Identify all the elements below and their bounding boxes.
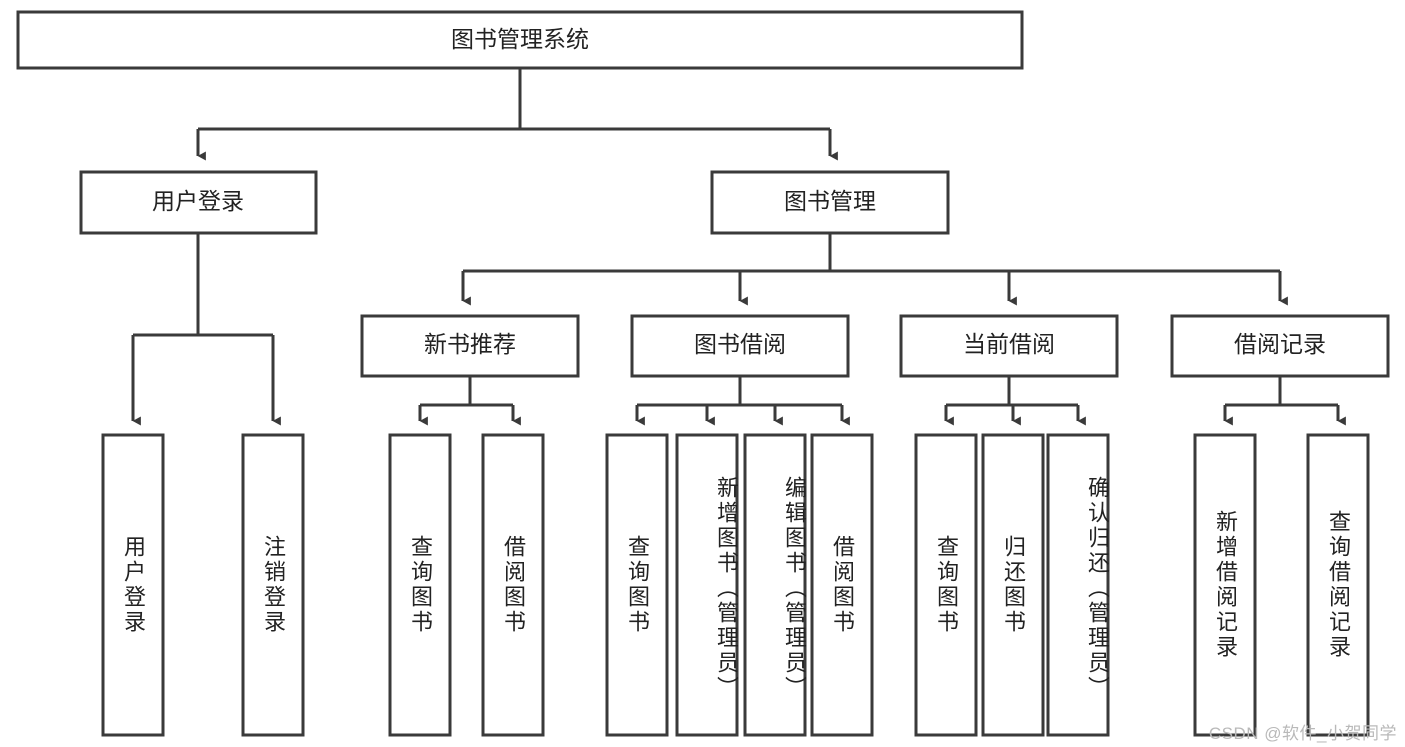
node-new-book-recommend-label: 新书推荐	[424, 331, 516, 357]
node-root[interactable]: 图书管理系统	[16, 10, 1024, 70]
node-book-management-box[interactable]	[710, 170, 950, 235]
leaf-add-borrow-record-box[interactable]	[1193, 433, 1257, 737]
node-root-label: 图书管理系统	[451, 26, 589, 52]
connectors-new-book-recommend-to-leaves	[418, 376, 521, 426]
node-book-borrow[interactable]: 图书借阅	[630, 314, 850, 378]
node-borrow-record-label: 借阅记录	[1234, 331, 1326, 357]
leaf-logout-login-box[interactable]	[241, 433, 305, 737]
leaf-query-borrow-record-box[interactable]	[1306, 433, 1370, 737]
connectors-current-borrow-to-leaves	[944, 376, 1086, 426]
leaf-borrow-book-1-box[interactable]	[481, 433, 545, 737]
connectors-borrow-record-to-leaves	[1223, 376, 1346, 426]
node-borrow-record-box[interactable]	[1170, 314, 1390, 378]
leaf-return-book-box[interactable]	[981, 433, 1045, 737]
node-new-book-recommend[interactable]: 新书推荐	[360, 314, 580, 378]
node-new-book-recommend-box[interactable]	[360, 314, 580, 378]
leaf-user-login-box[interactable]	[101, 433, 165, 737]
node-book-borrow-label: 图书借阅	[694, 331, 786, 357]
connectors-user-login-to-leaves	[131, 233, 281, 426]
node-book-borrow-box[interactable]	[630, 314, 850, 378]
leaf-edit-book-admin-box[interactable]	[743, 433, 807, 737]
csdn-watermark: CSDN @软件_小贺同学	[1208, 724, 1397, 743]
connectors-root-to-level2	[196, 68, 838, 161]
node-root-box[interactable]	[16, 10, 1024, 70]
node-user-login[interactable]: 用户登录	[79, 170, 318, 235]
node-current-borrow[interactable]: 当前借阅	[899, 314, 1119, 378]
connectors-book-borrow-to-leaves	[635, 376, 850, 426]
node-book-management-label: 图书管理	[784, 188, 876, 214]
leaf-query-book-1-box[interactable]	[388, 433, 452, 737]
node-user-login-label: 用户登录	[152, 188, 244, 214]
leaf-query-book-3-box[interactable]	[914, 433, 978, 737]
leaf-query-book-2-box[interactable]	[605, 433, 669, 737]
node-borrow-record[interactable]: 借阅记录	[1170, 314, 1390, 378]
leaf-add-book-admin-box[interactable]	[675, 433, 739, 737]
leaf-boxes	[101, 433, 1370, 737]
leaf-confirm-return-admin-box[interactable]	[1046, 433, 1110, 737]
node-current-borrow-box[interactable]	[899, 314, 1119, 378]
node-book-management[interactable]: 图书管理	[710, 170, 950, 235]
node-user-login-box[interactable]	[79, 170, 318, 235]
connectors-book-management-to-level3	[461, 233, 1288, 306]
leaf-borrow-book-2-box[interactable]	[810, 433, 874, 737]
node-current-borrow-label: 当前借阅	[963, 331, 1055, 357]
